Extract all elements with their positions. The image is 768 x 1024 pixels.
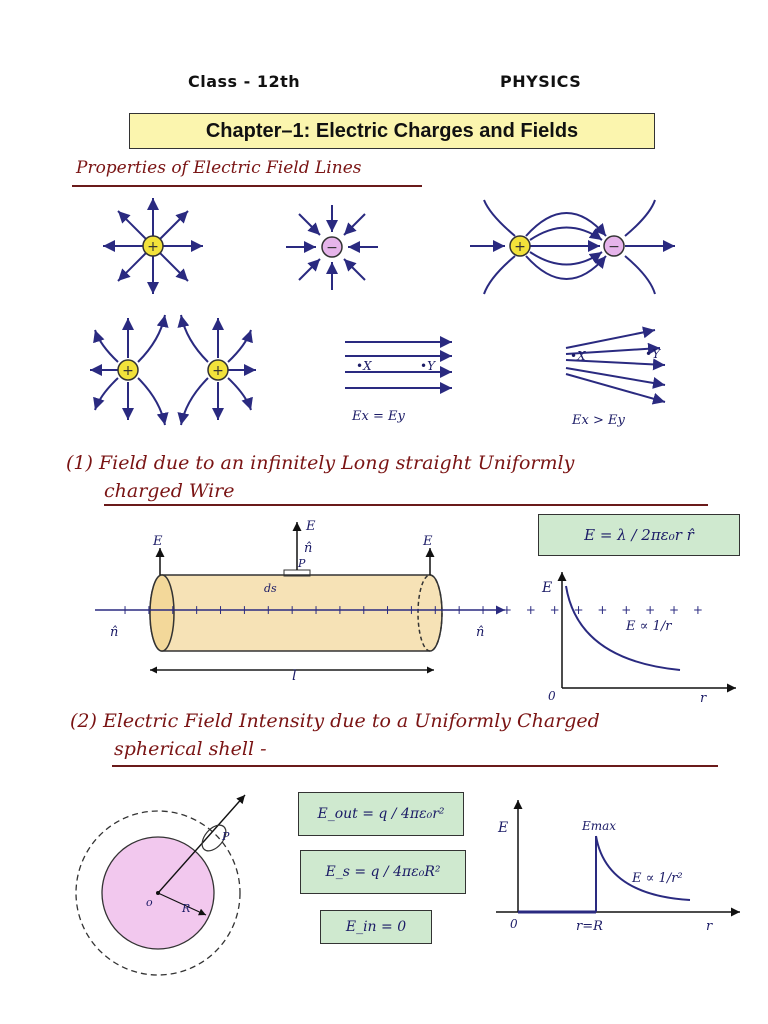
wire-graph (557, 572, 736, 693)
wire-heading-line2: charged Wire (104, 480, 235, 502)
svg-text:+: + (514, 239, 526, 255)
wire-heading-line1: (1) Field due to an infinitely Long stra… (66, 452, 575, 474)
wire-graph-relation: E ∝ 1/r (625, 619, 672, 634)
shell-heading-line2: spherical shell - (114, 738, 267, 760)
uniform-x-label: •X (356, 359, 372, 373)
wire-formula-box: E = λ / 2πε₀r r̂ (538, 514, 740, 556)
shell-formula-surface: E_s = q / 4πε₀R² (325, 864, 441, 880)
chapter-title: Chapter–1: Electric Charges and Fields (129, 113, 655, 149)
shell-formula-out: E_out = q / 4πε₀r² (317, 806, 445, 822)
subject-label: PHYSICS (500, 72, 582, 91)
wire-underline (104, 504, 708, 506)
class-label: Class - 12th (188, 72, 301, 91)
shell-diagram (75, 794, 246, 976)
shell-heading-line1: (2) Electric Field Intensity due to a Un… (70, 710, 600, 732)
wire-formula: E = λ / 2πε₀r r̂ (584, 526, 694, 544)
positive-charge-diagram: + (103, 198, 203, 294)
wire-length-label: l (292, 668, 296, 684)
negative-charge-diagram: − (286, 205, 378, 290)
uniform-caption: Ex = Ey (351, 409, 405, 424)
wire-cylinder-diagram: + + + + + + + + + + + + + + + + + + + + … (95, 522, 708, 674)
wire-ds-label: ds (264, 582, 277, 595)
svg-text:−: − (326, 240, 338, 256)
shell-p-label: P (221, 830, 230, 843)
nonuniform-y-label: •Y (645, 347, 661, 361)
nonuniform-field-diagram (565, 326, 666, 405)
shell-graph-relation: E ∝ 1/r² (631, 871, 683, 886)
wire-graph-y-label: E (541, 580, 552, 596)
svg-text:+ + + + + + + + + + + + + + +: + + + + + + + + + + + + + + + + + + + + … (120, 603, 708, 617)
properties-heading: Properties of Electric Field Lines (76, 158, 362, 178)
wire-p-label: P (297, 557, 306, 570)
shell-graph (496, 800, 740, 917)
nonuniform-x-label: •X (570, 349, 586, 363)
wire-top-field-label: E (305, 519, 316, 534)
like-charges-diagram: + + (90, 314, 256, 426)
shell-formula-out-box: E_out = q / 4πε₀r² (298, 792, 464, 836)
shell-formula-in-box: E_in = 0 (320, 910, 432, 944)
wire-left-field-label: E (152, 534, 163, 549)
wire-right-normal-label: n̂ (476, 625, 484, 640)
shell-radius-label: R (181, 902, 190, 915)
shell-graph-x-label: r (706, 919, 713, 934)
wire-top-normal-label: n̂ (304, 541, 312, 556)
shell-formula-in: E_in = 0 (345, 919, 407, 935)
svg-text:+: + (147, 239, 159, 255)
dipole-diagram: + − (470, 199, 675, 295)
shell-graph-max-label: Emax (581, 819, 616, 833)
shell-center-label: o (146, 896, 153, 909)
shell-underline (112, 765, 718, 767)
wire-graph-x-label: r (700, 691, 707, 706)
shell-graph-origin: 0 (510, 917, 518, 931)
svg-text:+: + (122, 363, 134, 379)
wire-left-normal-label: n̂ (110, 625, 118, 640)
properties-underline (72, 185, 422, 187)
nonuniform-caption: Ex > Ey (571, 413, 625, 428)
shell-graph-y-label: E (497, 820, 508, 836)
shell-graph-r-label: r=R (576, 919, 603, 934)
wire-right-field-label: E (422, 534, 433, 549)
svg-text:−: − (608, 239, 620, 255)
uniform-field-diagram (345, 336, 452, 394)
svg-text:+: + (212, 363, 224, 379)
wire-graph-origin: 0 (548, 689, 556, 703)
uniform-y-label: •Y (420, 359, 436, 373)
shell-formula-surface-box: E_s = q / 4πε₀R² (300, 850, 466, 894)
